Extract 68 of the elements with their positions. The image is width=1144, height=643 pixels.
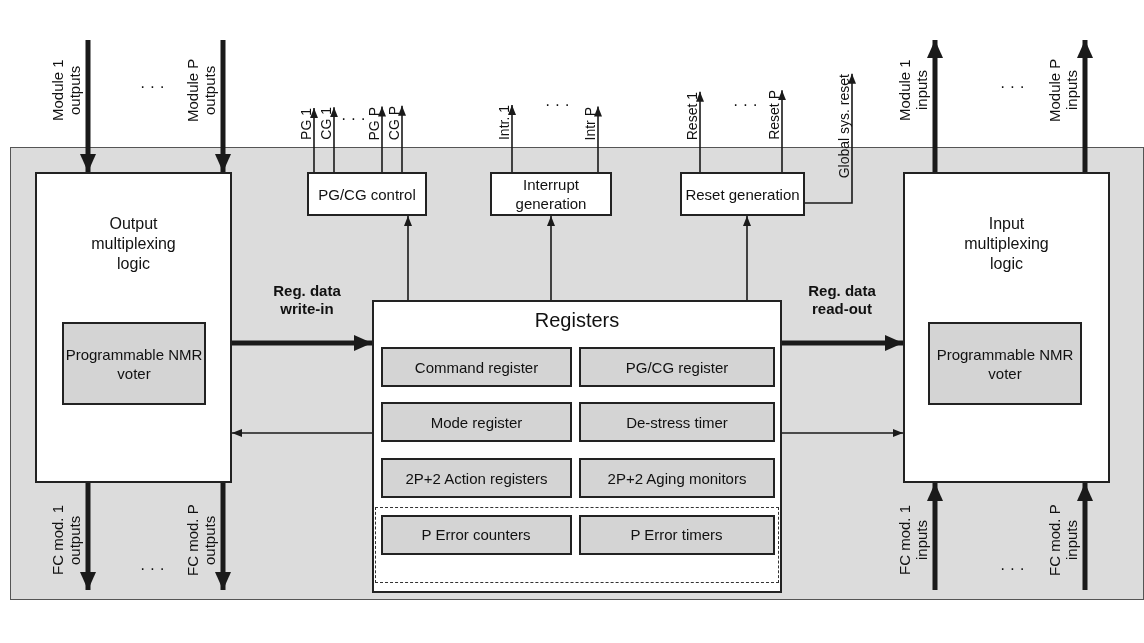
bus-arrow [1077, 40, 1093, 172]
control-block: Reset generation [680, 172, 805, 216]
arrow [781, 429, 904, 437]
arrow [508, 104, 516, 173]
arrow [594, 105, 602, 173]
bus-arrow [782, 335, 903, 351]
ellipsis-label: · · · [140, 78, 165, 96]
bus-arrow [927, 40, 943, 172]
signal-label: PG 1 [299, 108, 314, 140]
signal-label: CG 1 [319, 107, 334, 140]
arrow [330, 106, 338, 173]
block-title: Registers [533, 310, 621, 330]
bus-arrow [215, 40, 231, 172]
signal-label: Reset P [767, 90, 782, 140]
arrow [804, 72, 856, 204]
logic-block [35, 172, 232, 483]
signal-label: Intr. 1 [497, 104, 512, 140]
arrow [404, 215, 412, 301]
arrow [378, 105, 386, 173]
signal-label: Module 1 outputs [49, 40, 88, 140]
ellipsis-label: · · · [733, 96, 758, 114]
ellipsis-label: · · · [545, 96, 570, 114]
signal-label: FC mod. P inputs [1046, 490, 1085, 590]
signal-label: CG P [387, 105, 402, 140]
block-title: Input multiplexing logic [963, 214, 1050, 274]
bus-arrow [80, 40, 96, 172]
voter-block: Programmable NMR voter [62, 322, 206, 405]
register-block [372, 300, 782, 593]
block-title: Output multiplexing logic [90, 214, 177, 274]
arrow [696, 90, 704, 173]
register-box: Mode register [381, 402, 572, 442]
dashed-group-box [375, 507, 779, 583]
arrow [310, 107, 318, 173]
signal-label: FC mod. 1 outputs [49, 490, 88, 590]
signal-label: Module P inputs [1046, 40, 1085, 140]
voter-block: Programmable NMR voter [928, 322, 1082, 405]
register-box: Command register [381, 347, 572, 387]
signal-label: Module 1 inputs [896, 40, 935, 140]
control-block: PG/CG control [307, 172, 427, 216]
arrow [743, 215, 751, 301]
register-box: P Error timers [578, 514, 775, 555]
register-box: PG/CG register [579, 347, 775, 387]
signal-label: Module P outputs [184, 40, 223, 140]
control-block: Interrupt generation [490, 172, 612, 216]
signal-label: Intr P [583, 106, 598, 140]
bus-arrow [80, 483, 96, 590]
signal-label: FC mod. 1 inputs [896, 490, 935, 590]
bus-arrow [927, 483, 943, 590]
signal-label: FC mod. P outputs [184, 490, 223, 590]
arrow [547, 215, 555, 301]
register-box: 2P+2 Aging monitors [579, 458, 775, 498]
signal-label: Reset 1 [685, 91, 700, 140]
logic-block [903, 172, 1110, 483]
register-box: P Error counters [380, 514, 572, 555]
ellipsis-label: · · · [341, 110, 366, 128]
register-box: 2P+2 Action registers [381, 458, 572, 498]
bus-arrow [232, 335, 372, 351]
bus-arrow [215, 483, 231, 590]
ellipsis-label: · · · [1000, 560, 1025, 578]
arrow [778, 89, 786, 173]
arrow [231, 429, 373, 437]
bus-arrow [1077, 483, 1093, 590]
register-box: De-stress timer [579, 402, 775, 442]
arrow [398, 104, 406, 173]
signal-label: Global sys. reset [837, 73, 852, 178]
signal-label: PG P [367, 106, 382, 140]
ellipsis-label: · · · [140, 560, 165, 578]
ellipsis-label: · · · [1000, 78, 1025, 96]
